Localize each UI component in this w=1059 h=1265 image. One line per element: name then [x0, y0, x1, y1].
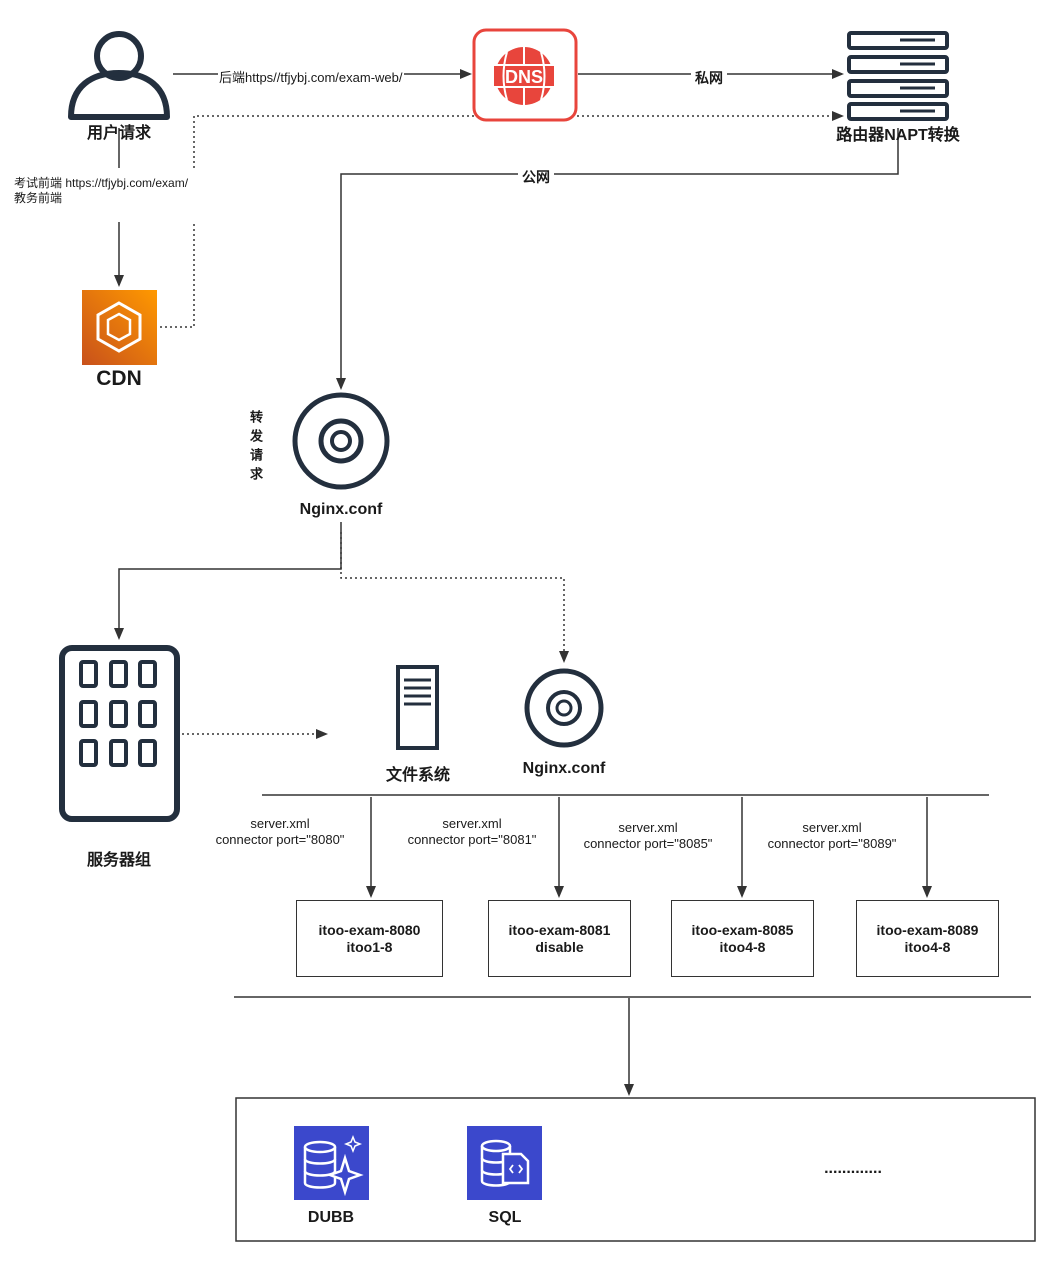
sql-database-icon[interactable] [467, 1126, 542, 1200]
services-container [235, 1097, 1036, 1242]
edge-label-frontend-line1: 考试前端 https://tfjybj.com/exam/ [14, 176, 189, 190]
instance-name: itoo-exam-8081 [508, 921, 611, 938]
edge-nginx-to-nginx-dotted [340, 532, 569, 663]
dubb-label: DUBB [307, 1209, 355, 1226]
instance-name: itoo-exam-8080 [318, 921, 421, 938]
router-icon[interactable] [847, 31, 949, 121]
connector-file: server.xml [250, 816, 310, 831]
connector-annotation-8089: server.xml connector port="8089" [768, 820, 897, 852]
user-label: 用户请求 [86, 125, 152, 142]
dns-icon[interactable]: DNS [472, 28, 578, 122]
connector-port: connector port="8085" [583, 836, 713, 851]
edge-label-forward: 转发请求 [248, 410, 263, 486]
cdn-icon[interactable] [82, 290, 157, 365]
instance-sub: itoo1-8 [346, 938, 393, 955]
connector-annotation-8085: server.xml connector port="8085" [584, 820, 713, 852]
dubb-database-icon[interactable] [294, 1126, 369, 1200]
user-icon [68, 31, 170, 120]
svg-text:DNS: DNS [505, 67, 543, 87]
nginx-top-label: Nginx.conf [299, 501, 383, 518]
cdn-label: CDN [96, 367, 142, 390]
edge-cdn-to-router-dotted [160, 224, 195, 328]
connector-file: server.xml [442, 816, 502, 831]
instance-box-8085[interactable]: itoo-exam-8085 itoo4-8 [671, 900, 814, 977]
edge-cdn-to-router-dotted-upper [193, 111, 844, 168]
instance-sub: disable [535, 938, 584, 955]
edges [114, 69, 1031, 1096]
instance-box-8081[interactable]: itoo-exam-8081 disable [488, 900, 631, 977]
edge-label-public-net: 公网 [518, 167, 554, 187]
instance-box-8080[interactable]: itoo-exam-8080 itoo1-8 [296, 900, 443, 977]
nginx-bottom-icon[interactable] [524, 668, 604, 748]
connector-port: connector port="8080" [215, 832, 345, 847]
connector-annotation-8080: server.xml connector port="8080" [216, 816, 345, 848]
edge-label-frontend: 考试前端 https://tfjybj.com/exam/ 教务前端 [14, 176, 189, 206]
router-label: 路由器NAPT转换 [836, 127, 960, 144]
connector-file: server.xml [802, 820, 862, 835]
connector-port: connector port="8081" [407, 832, 537, 847]
instance-name: itoo-exam-8085 [691, 921, 794, 938]
edge-nginx-to-servergroup [114, 522, 342, 640]
file-system-icon[interactable] [396, 665, 439, 750]
more-ellipsis: ............. [824, 1160, 882, 1177]
connector-file: server.xml [618, 820, 678, 835]
edge-router-to-nginx [336, 128, 899, 390]
file-system-label: 文件系统 [385, 767, 451, 784]
nginx-bottom-label: Nginx.conf [522, 760, 606, 777]
instance-name: itoo-exam-8089 [876, 921, 979, 938]
instance-sub: itoo4-8 [719, 938, 766, 955]
connector-annotation-8081: server.xml connector port="8081" [408, 816, 537, 848]
sql-label: SQL [488, 1209, 522, 1226]
edge-label-private-net: 私网 [691, 68, 727, 88]
server-group-icon[interactable] [59, 645, 180, 822]
nginx-top-icon[interactable] [292, 392, 390, 490]
connector-port: connector port="8089" [767, 836, 897, 851]
edge-label-frontend-line2: 教务前端 [14, 191, 63, 205]
server-group-label: 服务器组 [86, 852, 152, 869]
instance-box-8089[interactable]: itoo-exam-8089 itoo4-8 [856, 900, 999, 977]
instance-sub: itoo4-8 [904, 938, 951, 955]
edge-label-backend-url: 后端https//tfjybj.com/exam-web/ [218, 67, 404, 86]
